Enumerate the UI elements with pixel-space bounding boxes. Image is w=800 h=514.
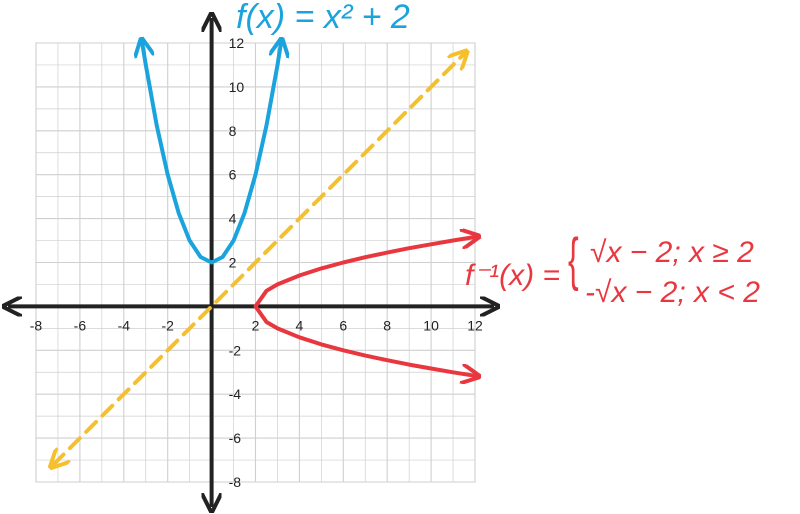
y-tick-label: -2 [229,342,242,358]
x-tick-label: 10 [423,317,439,333]
y-tick-label: 12 [229,35,245,51]
x-tick-label: -6 [74,317,87,333]
x-tick-label: 4 [296,317,304,333]
y-tick-label: 6 [229,167,237,183]
y-tick-label: 2 [229,255,237,271]
x-tick-label: 2 [252,317,260,333]
y-tick-label: 10 [229,79,245,95]
x-tick-label: -2 [161,317,174,333]
x-tick-label: -8 [30,317,43,333]
y-tick-label: 8 [229,123,237,139]
y-tick-label: -8 [229,474,242,490]
y-tick-label: 4 [229,211,237,227]
y-tick-label: -6 [229,430,242,446]
x-tick-label: 6 [339,317,347,333]
inverse-function-label: f⁻¹(x) = [465,259,560,292]
x-tick-label: 12 [467,317,483,333]
x-tick-label: 8 [383,317,391,333]
x-tick-label: -4 [118,317,131,333]
piecewise-brace: { [568,227,579,292]
series-group [54,43,475,464]
f-of-x-label: f(x) = x² + 2 [236,0,410,36]
series-line-3 [54,54,464,464]
y-tick-label: -4 [229,386,242,402]
inverse-case-positive: √x − 2; x ≥ 2 [590,236,754,269]
inverse-case-negative: -√x − 2; x < 2 [585,276,760,309]
